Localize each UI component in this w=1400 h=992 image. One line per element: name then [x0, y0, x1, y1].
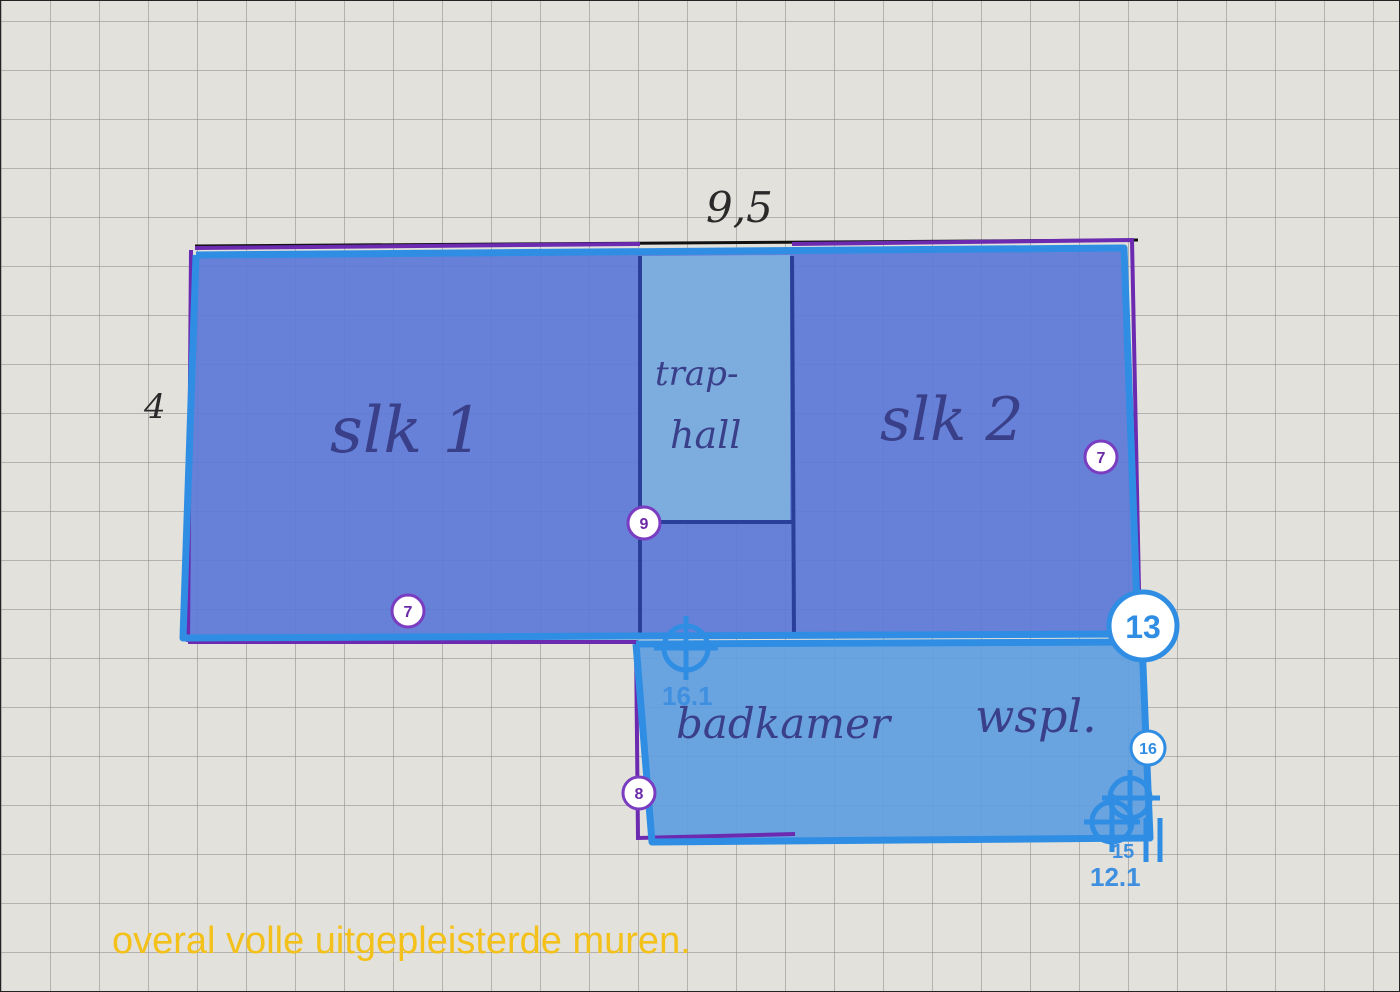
room-label-hall: hall — [670, 413, 741, 457]
room-label-wspl: wspl. — [975, 689, 1097, 743]
outline-bathroom[interactable] — [632, 638, 1154, 846]
room-label-trap: trap- — [655, 354, 738, 394]
badge-label: 13 — [1125, 609, 1161, 645]
crosshair-measure-bottom: 12.1 — [1090, 862, 1141, 892]
badge-label: 9 — [640, 516, 649, 533]
measurement-badge-corner-large[interactable]: 13 — [1106, 589, 1180, 663]
width-dimension-label: 9,5 — [706, 183, 773, 232]
crosshair-measure-small: 15 — [1112, 841, 1134, 863]
outline-upper-rooms[interactable] — [179, 244, 1142, 642]
trap-hall-area[interactable] — [642, 255, 790, 522]
wall-hall-slk2 — [790, 255, 796, 637]
outline-purple-right — [791, 237, 1142, 641]
footer-note: overal volle uitgepleisterde muren. — [112, 920, 691, 962]
badge-label: 16 — [1139, 741, 1157, 758]
measurement-badge-room1[interactable]: 7 — [390, 593, 426, 629]
room-label-slk2: slk 2 — [880, 385, 1024, 455]
crosshair-measure-top: 16.1 — [662, 681, 713, 711]
measurement-badge-room2[interactable]: 7 — [1083, 439, 1119, 475]
height-dimension-label: 4 — [143, 387, 166, 427]
outline-purple-bottom — [188, 640, 796, 841]
crosshair-icon[interactable] — [654, 616, 718, 680]
badge-label: 7 — [1097, 450, 1106, 467]
measurement-badge-bath-left[interactable]: 8 — [621, 775, 657, 811]
bathroom-area[interactable] — [637, 643, 1150, 840]
room-label-badkamer: badkamer — [676, 699, 893, 748]
room-label-slk1: slk 1 — [330, 394, 483, 468]
measurement-badge-hall[interactable]: 9 — [626, 505, 662, 541]
badge-label: 7 — [404, 604, 413, 621]
measurement-badge-bath-right[interactable]: 16 — [1129, 729, 1167, 767]
outline-purple-top-left — [194, 242, 641, 250]
badge-label: 8 — [635, 786, 644, 803]
crosshair-icon[interactable] — [1084, 794, 1140, 852]
